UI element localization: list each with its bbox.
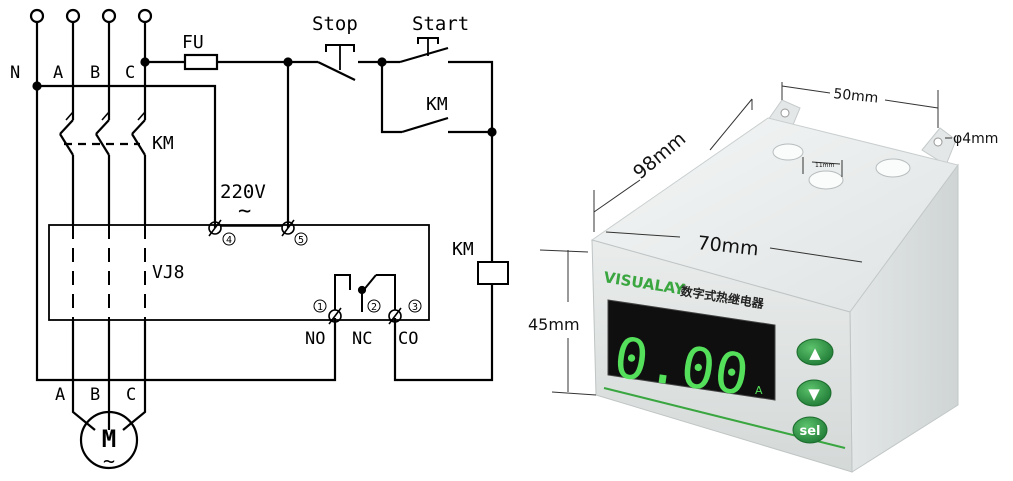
wiring-labels: N A B C FU Stop Start KM KM KM VJ8 220V … xyxy=(10,13,474,473)
label-fuse: FU xyxy=(182,32,204,53)
dim-length: 98mm xyxy=(629,128,690,184)
mounting-hole xyxy=(933,137,943,147)
km-coil xyxy=(477,261,509,285)
terminal-c xyxy=(137,8,153,24)
display-panel xyxy=(607,299,776,401)
dim-height: 45mm xyxy=(528,315,580,334)
neutral-to-terminal4 xyxy=(37,84,217,225)
svg-text:4: 4 xyxy=(226,235,232,246)
label-km-main: KM xyxy=(152,133,174,154)
label-motor-c: C xyxy=(126,385,136,405)
neutral-line xyxy=(35,22,337,382)
label-km-aux: KM xyxy=(426,94,448,115)
terminal-number-5: 5 xyxy=(294,232,308,246)
mounting-hole xyxy=(780,108,790,118)
label-km-coil: KM xyxy=(452,239,474,260)
down-button[interactable]: ▼ xyxy=(796,379,832,407)
terminal-b xyxy=(101,8,117,24)
svg-text:5: 5 xyxy=(298,235,304,246)
label-start: Start xyxy=(412,13,469,35)
wiring-diagram xyxy=(29,8,509,470)
terminal-number-2: 2 xyxy=(367,299,381,313)
label-motor-ac: ~ xyxy=(103,449,115,473)
dim-hole: φ4mm xyxy=(953,131,998,147)
up-arrow-icon: ▲ xyxy=(809,344,821,362)
terminal-number-1: 1 xyxy=(313,299,327,313)
start-contact xyxy=(399,46,449,64)
dim-gap: 11mm xyxy=(815,162,834,169)
label-b: B xyxy=(90,63,100,83)
terminal-n xyxy=(29,8,45,24)
label-n: N xyxy=(10,63,20,83)
sel-button[interactable]: sel xyxy=(792,416,828,444)
label-motor-b: B xyxy=(90,385,100,405)
svg-text:2: 2 xyxy=(371,302,377,313)
label-stop: Stop xyxy=(312,13,358,35)
terminal-hole xyxy=(808,170,844,190)
terminal-number-4: 4 xyxy=(222,232,236,246)
svg-text:sel: sel xyxy=(799,424,820,439)
label-c: C xyxy=(125,63,135,83)
motor-symbol xyxy=(79,410,139,470)
terminal-hole xyxy=(772,143,804,161)
svg-text:3: 3 xyxy=(412,302,418,313)
terminal-hole xyxy=(875,158,911,178)
relay-box-vj8 xyxy=(48,224,430,321)
terminal-number-3: 3 xyxy=(408,299,422,313)
label-motor-a: A xyxy=(55,385,65,405)
label-no: NO xyxy=(305,329,325,349)
down-arrow-icon: ▼ xyxy=(808,385,820,403)
label-motor: M xyxy=(102,425,116,453)
label-nc: NC xyxy=(352,329,372,349)
label-a: A xyxy=(53,63,63,83)
display-unit: A xyxy=(755,384,763,397)
label-voltage: 220V xyxy=(220,181,266,203)
label-co: CO xyxy=(398,329,418,349)
dimension-lines xyxy=(539,82,952,396)
dim-width: 50mm xyxy=(833,86,880,107)
km-aux-contact xyxy=(401,116,449,134)
device-illustration: VISUALAY 数字式热继电器 0.00 A ▲ ▼ sel xyxy=(528,82,998,473)
fuse xyxy=(183,53,219,71)
up-button[interactable]: ▲ xyxy=(796,338,834,366)
label-ac-symbol: ~ xyxy=(238,199,251,224)
stop-contact xyxy=(317,61,356,81)
terminal-a xyxy=(65,8,81,24)
label-relay-model: VJ8 xyxy=(152,262,185,283)
svg-text:1: 1 xyxy=(317,302,323,313)
